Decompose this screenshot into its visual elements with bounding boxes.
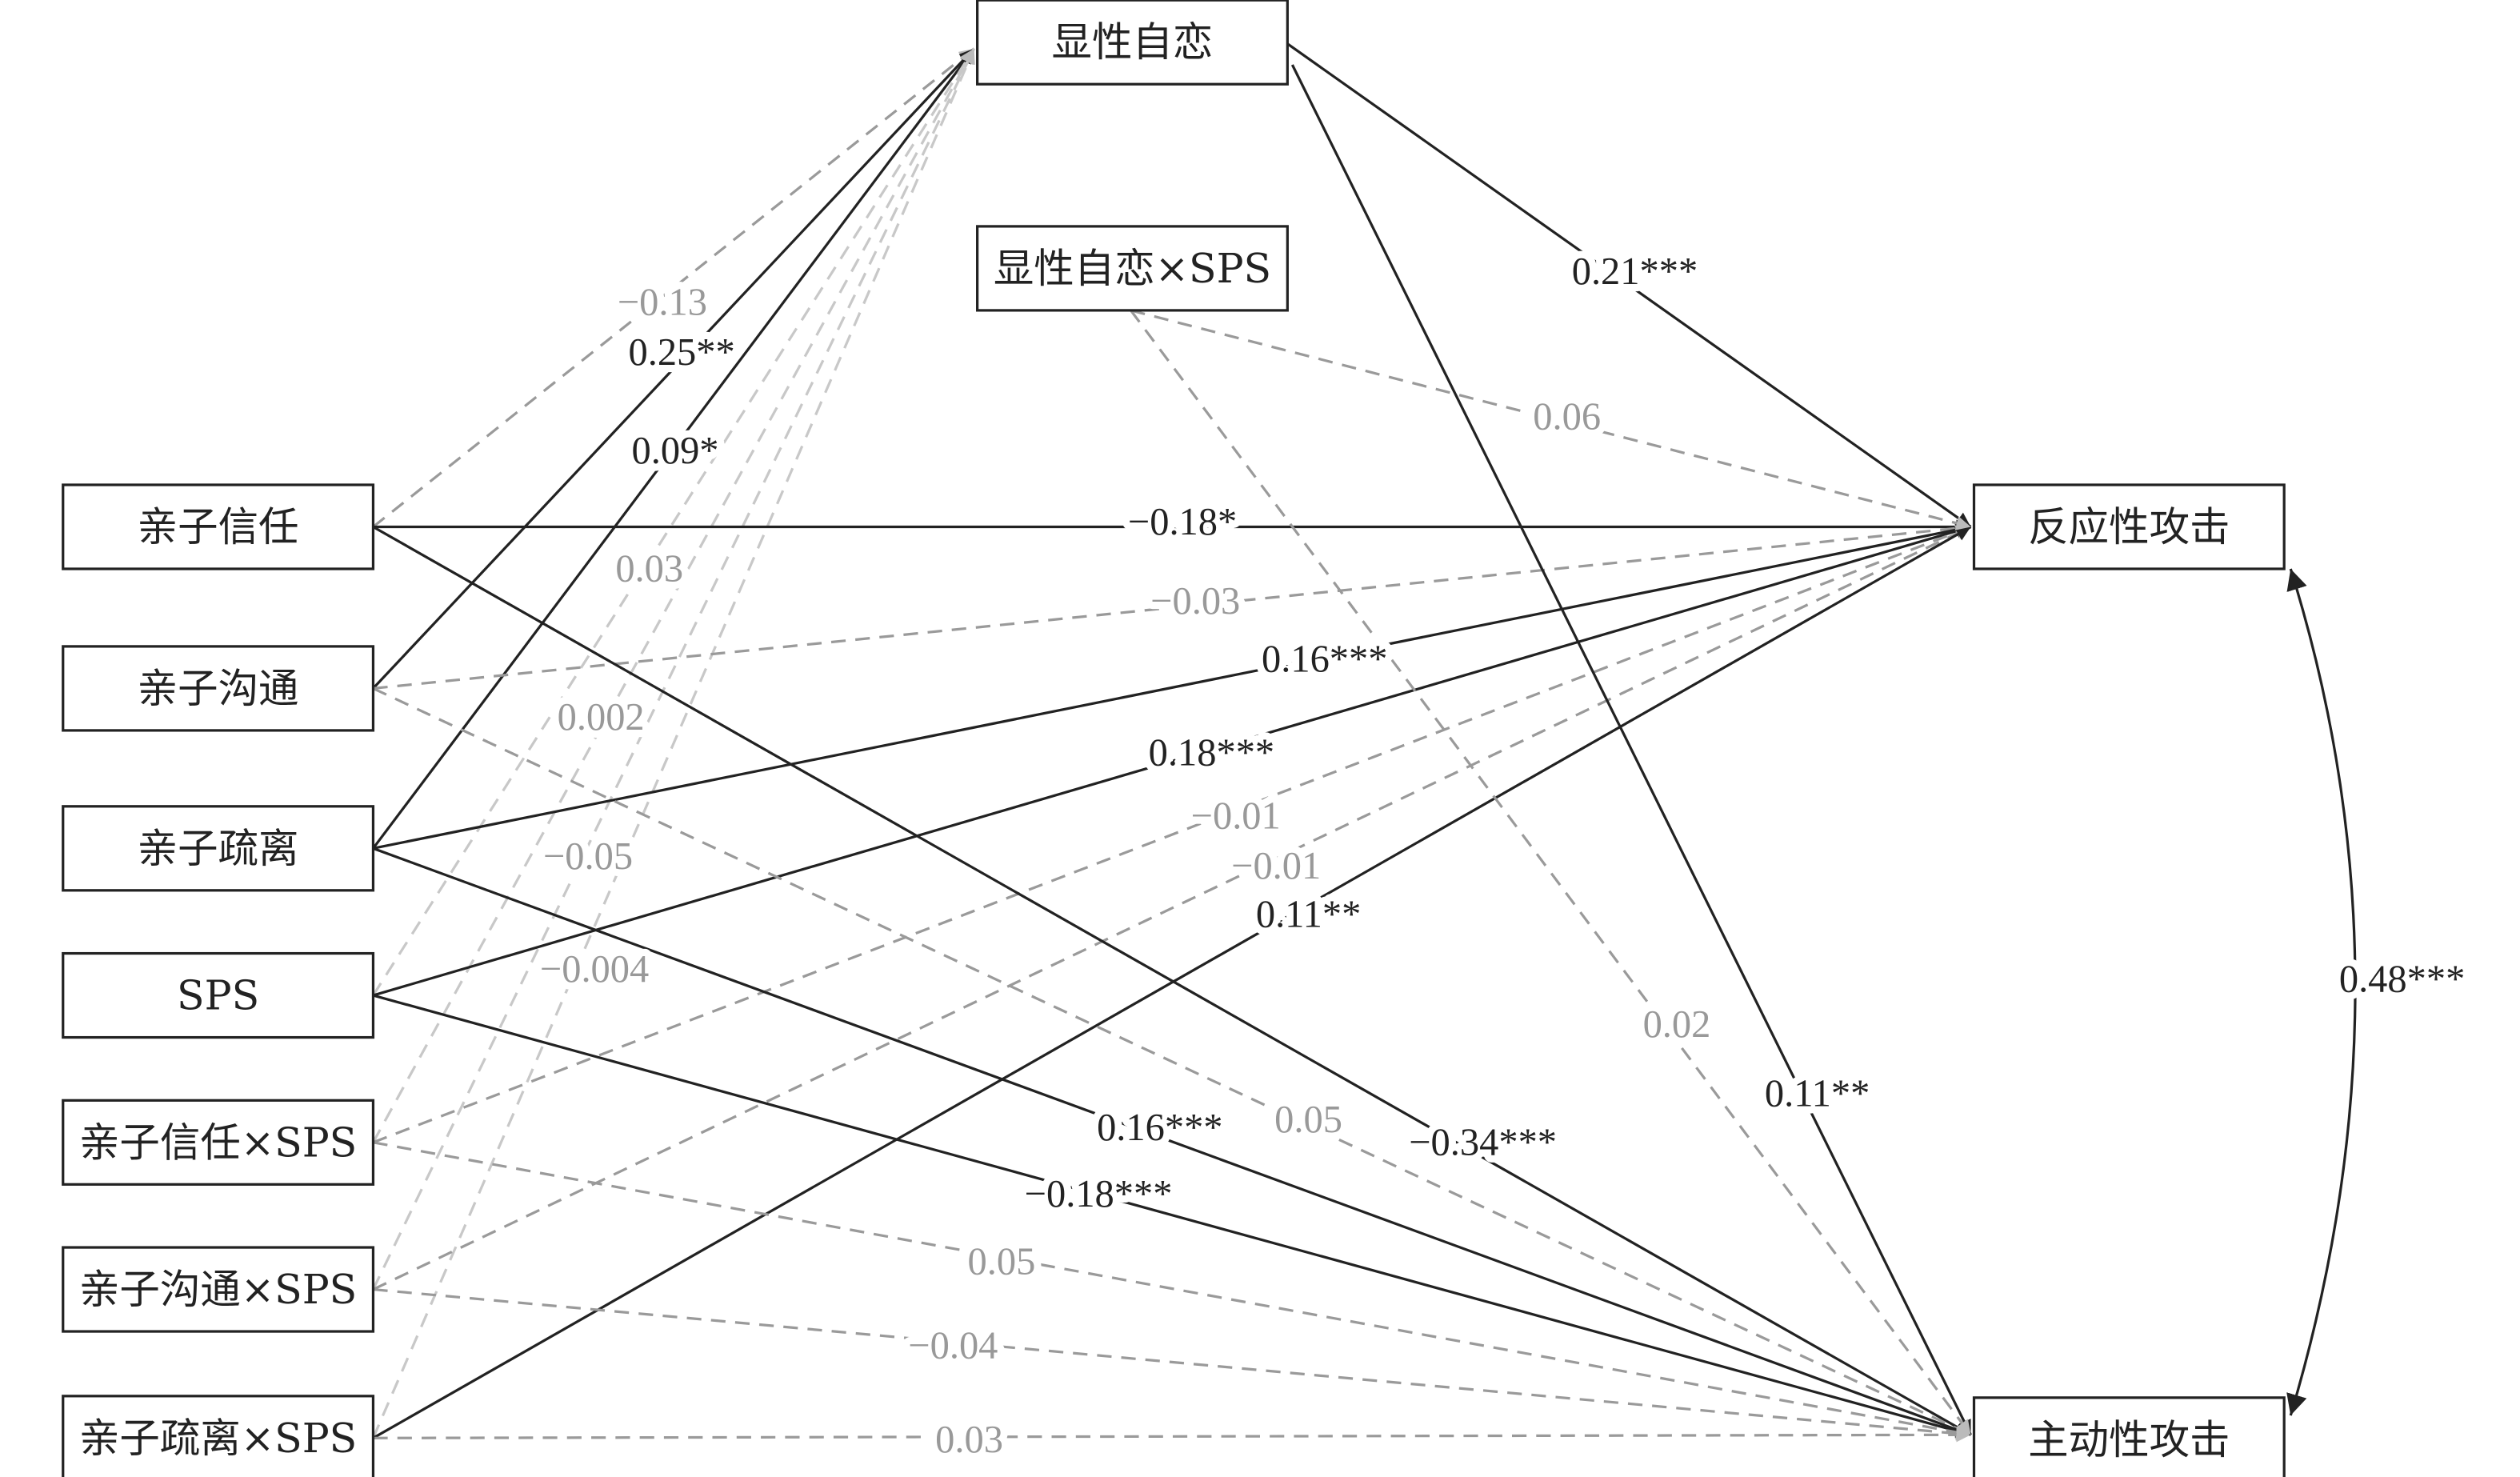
node-box xyxy=(62,483,375,570)
node-proactive: 主动性攻击 xyxy=(1972,1396,2286,1477)
path-arrow-sps-to-narc xyxy=(372,47,975,996)
node-box xyxy=(1972,483,2286,570)
path-coefficient-label: −0.18* xyxy=(1128,501,1237,543)
path-coefficient-label: 0.002 xyxy=(558,696,645,738)
path-coefficient-label: 0.06 xyxy=(1533,396,1601,438)
path-arrow-sps-to-reactive xyxy=(372,523,1971,997)
node-box xyxy=(1972,1396,2286,1477)
node-comm_sps: 亲子沟通×SPS xyxy=(62,1246,375,1333)
node-alien: 亲子疏离 xyxy=(62,805,375,892)
node-label: 反应性攻击 xyxy=(2028,503,2230,550)
path-arrow-trust-to-proactive xyxy=(372,526,1972,1436)
path-arrow-alien-to-narc xyxy=(372,47,975,850)
path-arrow-comm-to-proactive xyxy=(372,686,1972,1436)
path-arrow-trust_sps-to-reactive xyxy=(372,525,1972,1144)
node-box xyxy=(62,1246,375,1333)
path-coefficient-label: −0.01 xyxy=(1231,845,1321,887)
path-coefficient-label: −0.13 xyxy=(618,281,707,323)
path-arrow-narc-to-proactive xyxy=(1290,64,1972,1436)
path-coefficient-label: −0.34*** xyxy=(1409,1121,1557,1163)
path-coefficient-label: −0.05 xyxy=(543,835,633,878)
path-arrow-trust-to-narc xyxy=(372,47,975,528)
path-arrow-comm-to-narc xyxy=(372,47,975,690)
path-arrow-comm_sps-to-narc xyxy=(371,48,976,1291)
node-box xyxy=(62,951,375,1039)
node-label: 亲子疏离×SPS xyxy=(79,1415,357,1462)
node-label: 亲子沟通×SPS xyxy=(79,1266,357,1313)
path-coefficient-label: −0.18*** xyxy=(1025,1173,1173,1215)
node-box xyxy=(62,1099,375,1186)
node-label: SPS xyxy=(177,972,259,1019)
path-coefficient-label: 0.03 xyxy=(615,547,683,590)
path-coefficient-label: 0.05 xyxy=(968,1241,1036,1283)
node-narc_sps: 显性自恋×SPS xyxy=(976,225,1289,312)
path-arrow-comm-to-reactive xyxy=(373,521,1971,690)
path-arrow-narc-to-reactive xyxy=(1286,42,1972,528)
path-arrow-comm_sps-to-reactive xyxy=(372,526,1972,1291)
path-coefficient-label: 0.18*** xyxy=(1149,732,1274,775)
node-box xyxy=(976,0,1289,86)
node-label: 显性自恋×SPS xyxy=(994,245,1271,292)
node-alien_sps: 亲子疏离×SPS xyxy=(62,1395,375,1477)
node-box xyxy=(976,225,1289,312)
path-coefficient-label: 0.16*** xyxy=(1097,1107,1222,1149)
node-label: 亲子沟通 xyxy=(138,665,299,712)
path-coefficient-label: −0.04 xyxy=(908,1325,998,1367)
node-sps: SPS xyxy=(62,951,375,1039)
node-label: 主动性攻击 xyxy=(2028,1416,2230,1463)
covariance-arrow-reactive-proactive xyxy=(2286,568,2357,1416)
node-trust_sps: 亲子信任×SPS xyxy=(62,1099,375,1186)
path-coefficient-label: 0.16*** xyxy=(1262,638,1387,681)
path-coefficient-label: 0.03 xyxy=(935,1419,1003,1461)
node-reactive: 反应性攻击 xyxy=(1972,483,2286,570)
node-box xyxy=(62,1395,375,1477)
path-arrow-trust_sps-to-proactive xyxy=(373,1141,1971,1439)
node-label: 亲子信任 xyxy=(138,503,299,550)
path-arrow-alien-to-proactive xyxy=(372,847,1972,1437)
covariance-coefficient-label: 0.48*** xyxy=(2339,958,2465,1000)
path-coefficient-label: −0.01 xyxy=(1191,795,1281,837)
path-coefficient-label: 0.09* xyxy=(632,430,719,472)
path-arrow-alien_sps-to-proactive xyxy=(373,1427,1971,1443)
node-comm: 亲子沟通 xyxy=(62,645,375,732)
path-arrow-comm_sps-to-proactive xyxy=(373,1287,1971,1441)
node-label: 亲子信任×SPS xyxy=(79,1119,357,1166)
path-arrow-alien-to-reactive xyxy=(373,522,1971,850)
node-narc: 显性自恋 xyxy=(976,0,1289,86)
path-arrow-sps-to-proactive xyxy=(373,994,1971,1439)
node-box xyxy=(62,645,375,732)
path-coefficient-label: 0.21*** xyxy=(1572,250,1698,293)
path-coefficient-label: 0.11** xyxy=(1256,894,1361,936)
path-arrow-alien_sps-to-reactive xyxy=(372,526,1972,1439)
path-coefficient-label: −0.03 xyxy=(1150,580,1240,622)
path-arrow-trust_sps-to-narc xyxy=(372,48,976,1143)
path-coefficient-label: 0.25** xyxy=(628,331,734,374)
node-trust: 亲子信任 xyxy=(62,483,375,570)
node-label: 显性自恋 xyxy=(1052,18,1214,66)
path-coefficient-label: 0.05 xyxy=(1274,1099,1342,1141)
node-label: 亲子疏离 xyxy=(138,825,299,872)
path-arrow-alien_sps-to-narc xyxy=(371,48,976,1439)
path-coefficient-label: −0.004 xyxy=(540,948,649,991)
node-box xyxy=(62,805,375,892)
path-coefficient-label: 0.02 xyxy=(1643,1003,1711,1046)
path-coefficient-label: 0.11** xyxy=(1765,1073,1870,1115)
path-arrow-narc_sps-to-proactive xyxy=(1130,309,1972,1436)
